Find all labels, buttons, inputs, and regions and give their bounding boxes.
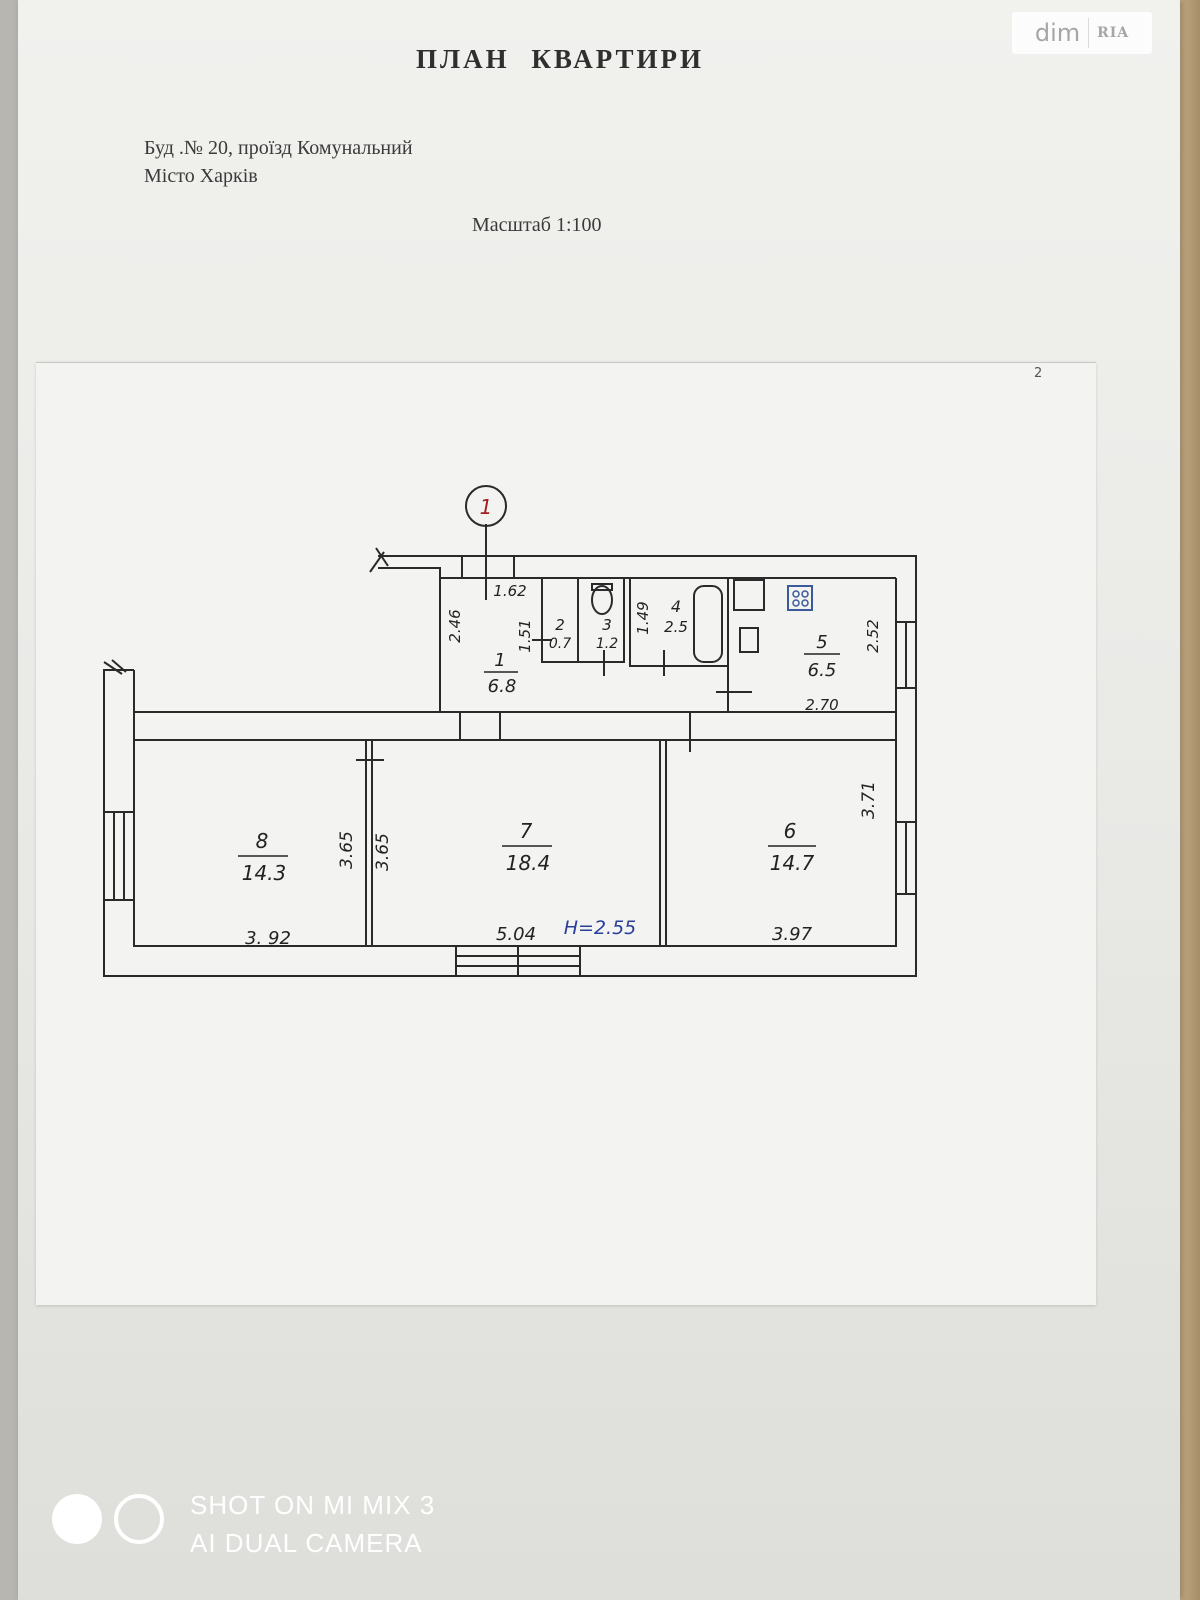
room-2-area: 0.7 — [549, 636, 571, 652]
dim-1-left: 2.46 — [446, 609, 464, 642]
logo-text-ria: RIA — [1097, 25, 1130, 41]
address-building: Буд .№ 20, проїзд Комунальний — [144, 137, 413, 159]
stove-icon — [787, 585, 813, 611]
room-8-area: 14.3 — [242, 861, 287, 885]
address-city: Місто Харків — [144, 165, 258, 187]
section-marker-label: 1 — [480, 495, 493, 519]
logo-divider — [1088, 18, 1090, 48]
room-6-number: 6 — [784, 819, 797, 843]
room-7-area: 18.4 — [506, 851, 551, 875]
sink — [739, 627, 759, 653]
dim-6-bottom: 3.97 — [772, 924, 813, 945]
dim-8-bottom: 3. 92 — [245, 928, 291, 949]
window-top — [461, 555, 515, 579]
dim-7-left: 3.65 — [373, 833, 393, 871]
document-title: ПЛАН КВАРТИРИ — [415, 44, 705, 74]
room-3-area: 1.2 — [596, 636, 618, 652]
room-5-area: 6.5 — [808, 660, 837, 681]
room-5-number: 5 — [816, 632, 827, 653]
door-marks — [356, 639, 752, 761]
dim-7-bottom: 5.04 — [496, 924, 536, 945]
outer-wall — [103, 555, 917, 977]
cabinet — [733, 579, 765, 611]
room-1-number: 1 — [494, 650, 505, 671]
window-left — [103, 811, 135, 901]
dim-5-right: 2.52 — [864, 619, 882, 652]
attached-plan-sheet — [36, 362, 1096, 1305]
page-number: 2 — [1034, 366, 1043, 381]
camera-line-2: AI DUAL CAMERA — [190, 1528, 423, 1558]
camera-line-1: SHOT ON MI MIX 3 — [190, 1490, 436, 1520]
outer-wall-inner — [133, 567, 897, 947]
scale-label: Масштаб 1:100 — [472, 214, 602, 236]
dim-4-left: 1.49 — [634, 601, 652, 634]
dimria-watermark-logo: dim RIA — [1012, 12, 1152, 54]
room-6-area: 14.7 — [770, 851, 815, 875]
dim-8-right: 3.65 — [337, 831, 357, 869]
dim-1-right: 1.51 — [516, 619, 534, 652]
corridor-walls — [134, 711, 896, 741]
wall-break — [103, 547, 389, 675]
room-4-area: 2.5 — [664, 618, 688, 636]
room-1-area: 6.8 — [488, 676, 517, 697]
camera-logo-dot-ring — [114, 1494, 164, 1544]
dim-5-bottom: 2.70 — [805, 696, 838, 714]
camera-watermark: SHOT ON MI MIX 3 AI DUAL CAMERA — [190, 1486, 435, 1562]
ceiling-height: H=2.55 — [564, 917, 637, 939]
room-3-number: 3 — [602, 616, 612, 634]
room-3-walls — [577, 578, 625, 663]
section-marker — [465, 485, 507, 527]
address-block: Буд .№ 20, проїзд Комунальний Місто Харк… — [144, 134, 413, 190]
toilet — [591, 585, 613, 615]
room-7-number: 7 — [520, 819, 533, 843]
room-2-number: 2 — [555, 616, 565, 634]
room-4-number: 4 — [671, 597, 681, 616]
dim-6-right: 3.71 — [859, 781, 879, 819]
bathtub — [693, 585, 723, 663]
room-8-number: 8 — [256, 829, 269, 853]
logo-text-dim: dim — [1034, 19, 1081, 47]
dim-1-top: 1.62 — [493, 582, 526, 600]
camera-logo-dot-filled — [52, 1494, 102, 1544]
